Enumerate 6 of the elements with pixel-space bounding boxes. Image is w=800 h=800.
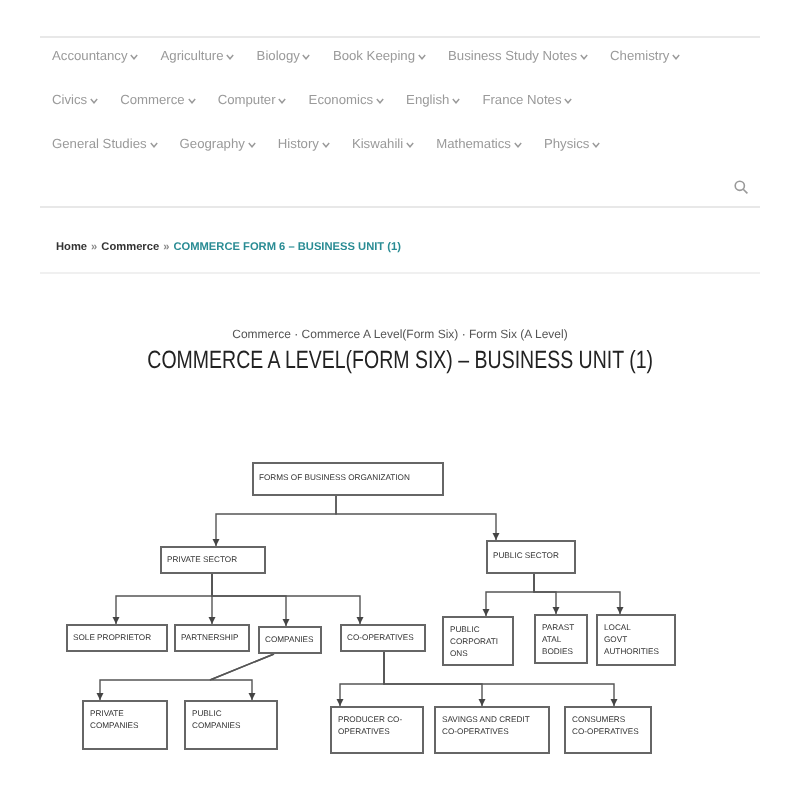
page-title: COMMERCE A LEVEL(FORM SIX) – BUSINESS UNIT (1) bbox=[147, 346, 653, 374]
arrow bbox=[383, 651, 618, 707]
arrow bbox=[533, 573, 624, 615]
arrow bbox=[211, 573, 364, 625]
arrow bbox=[209, 653, 275, 701]
arrow bbox=[335, 495, 500, 541]
